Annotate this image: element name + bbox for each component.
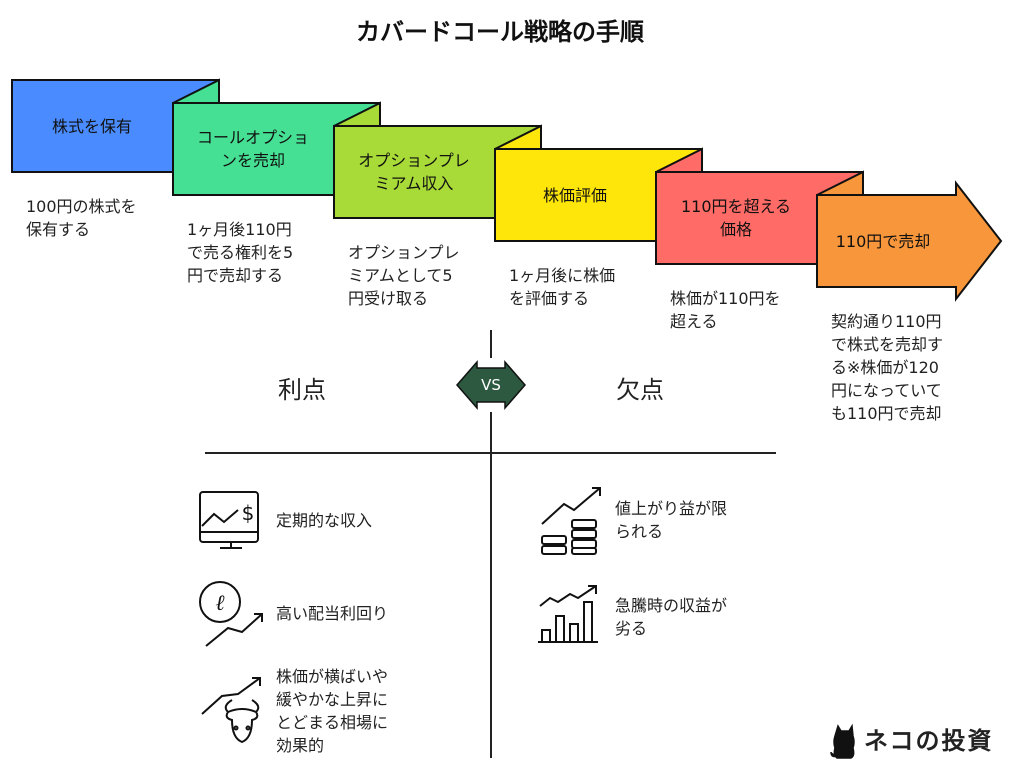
item-text-line: 効果的 [276,736,325,755]
item-text-line: 定期的な収入 [276,511,373,530]
step-label-line: 株式を保有 [51,116,132,136]
step-label-6: 110円で売却 [793,230,973,253]
step-description-6: 契約通り110円で株式を売却する※株価が120 円になっていても110円で売却 [831,310,943,425]
step-label-line: コールオプショ [196,128,309,147]
monitor-dollar-chart-icon: $ [199,491,259,549]
step-label-line: ミアム収入 [374,174,454,193]
step-description-line: る※株価が120 [831,358,939,377]
step-description-line: 円になっていて [831,381,942,400]
step-description-line: 1ヶ月後110円 [187,220,292,239]
pros-item-2: 高い配当利回り [276,602,388,625]
step-description-line: ミアムとして5 [348,266,453,285]
item-text-line: られる [615,522,664,541]
black-cat-icon [830,723,855,759]
cons-item-1: 値上がり益が限られる [615,497,727,543]
step-description-line: 円受け取る [348,289,429,308]
item-text-line: 急騰時の収益が [615,596,728,615]
step-description-3: オプションプレミアムとして5 円受け取る [348,241,460,310]
step-description-5: 株価が110円を超える [670,287,781,333]
vs-badge [456,359,526,411]
page-title: カバードコール戦略の手順 [356,18,644,46]
step-label-line: 株価評価 [542,185,607,205]
bar-chart-growth-icon [538,585,598,643]
pros-item-1: 定期的な収入 [276,509,372,532]
step-box-6 [816,180,1003,302]
coins-growth-arrow-icon [541,487,601,555]
step-label-line: 110円を超える [680,197,792,216]
step-label-4: 株価評価 [485,184,665,207]
step-description-line: 100円の株式を [26,197,137,216]
logo-text: ネコの投資 [864,727,994,755]
item-text-line: 劣る [615,619,648,638]
step-description-line: で売る権利を5 [187,243,294,262]
step-description-line: 株価が110円を [670,289,781,308]
step-description-line: 超える [670,312,718,331]
step-description-line: を評価する [509,289,590,308]
step-label-2: コールオプションを売却 [163,126,343,172]
step-description-line: 保有する [26,220,91,239]
step-label-line: オプションプレ [358,151,470,170]
svg-text:ℓ: ℓ [215,591,225,616]
item-text-line: とどまる相場に [276,713,389,732]
step-description-line: 契約通り110円 [831,312,942,331]
step-label-line: 110円で売却 [835,231,931,251]
step-description-line: も110円で売却 [831,404,942,423]
step-label-3: オプションプレミアム収入 [324,149,504,195]
item-text-line: 高い配当利回り [276,604,389,623]
step-description-4: 1ヶ月後に株価を評価する [509,264,615,310]
svg-text:$: $ [242,501,255,525]
pros-heading: 利点 [278,376,326,404]
pros-item-3: 株価が横ばいや緩やかな上昇にとどまる相場に効果的 [276,665,388,757]
step-description-2: 1ヶ月後110円で売る権利を5 円で売却する [187,218,293,287]
cons-heading: 欠点 [616,376,664,404]
step-description-line: で株式を売却す [831,335,944,354]
step-description-line: 1ヶ月後に株価 [509,266,616,285]
step-label-5: 110円を超える価格 [646,195,826,241]
step-label-line: 価格 [719,220,752,239]
bull-market-icon [201,677,261,744]
step-description-line: オプションプレ [348,243,460,262]
item-text-line: 値上がり益が限 [615,499,728,518]
step-label-1: 株式を保有 [2,115,182,138]
vs-label: VS [481,376,501,394]
step-description-1: 100円の株式を保有する [26,195,137,241]
step-description-line: 円で売却する [187,266,284,285]
item-text-line: 株価が横ばいや [276,667,389,686]
coin-growth-icon: ℓ [199,581,263,647]
item-text-line: 緩やかな上昇に [276,690,389,709]
cons-item-2: 急騰時の収益が劣る [615,594,727,640]
step-label-line: ンを売却 [220,151,285,170]
